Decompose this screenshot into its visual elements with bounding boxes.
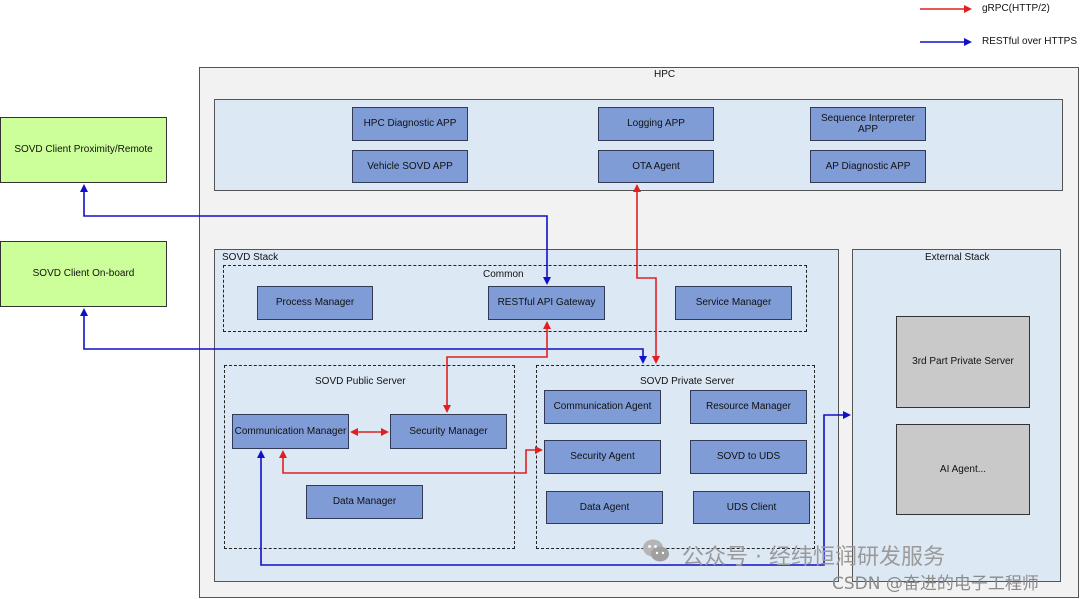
arrow-gateway-proximity (80, 184, 551, 285)
data-manager: Data Manager (306, 485, 423, 519)
legend-rest-label: RESTful over HTTPS (982, 36, 1078, 47)
third-party-private-server: 3rd Part Private Server (896, 316, 1030, 408)
arrow-gateway-security (443, 321, 551, 413)
arrow-commmgr-private (279, 446, 543, 474)
external-stack-title: External Stack (925, 252, 990, 263)
arrow-onboard-private (80, 308, 647, 364)
sovd-public-server-title: SOVD Public Server (315, 376, 406, 387)
ap-diagnostic-app: AP Diagnostic APP (810, 150, 926, 183)
uds-client: UDS Client (693, 491, 810, 524)
logging-app: Logging APP (598, 107, 714, 141)
watermark-wechat: 公众号 · 经纬恒润研发服务 (682, 545, 945, 570)
ota-agent: OTA Agent (598, 150, 714, 183)
sovd-client-proximity-remote: SOVD Client Proximity/Remote (0, 117, 167, 183)
ai-agent: AI Agent... (896, 424, 1030, 515)
arrow-commmgr-external (257, 411, 851, 566)
watermark-csdn: CSDN @奋进的电子工程师 (832, 574, 1039, 594)
sequence-interpreter-app: Sequence Interpreter APP (810, 107, 926, 141)
hpc-diagnostic-app: HPC Diagnostic APP (352, 107, 468, 141)
vehicle-sovd-app: Vehicle SOVD APP (352, 150, 468, 183)
legend-grpc-label: gRPC(HTTP/2) (982, 3, 1050, 14)
sovd-private-server-title: SOVD Private Server (640, 376, 735, 387)
external-stack-panel (852, 249, 1061, 582)
data-agent: Data Agent (546, 491, 663, 524)
hpc-title: HPC (654, 69, 676, 80)
arrow-ota-private (633, 184, 660, 364)
service-manager: Service Manager (675, 286, 792, 320)
wechat-logo (641, 536, 671, 566)
